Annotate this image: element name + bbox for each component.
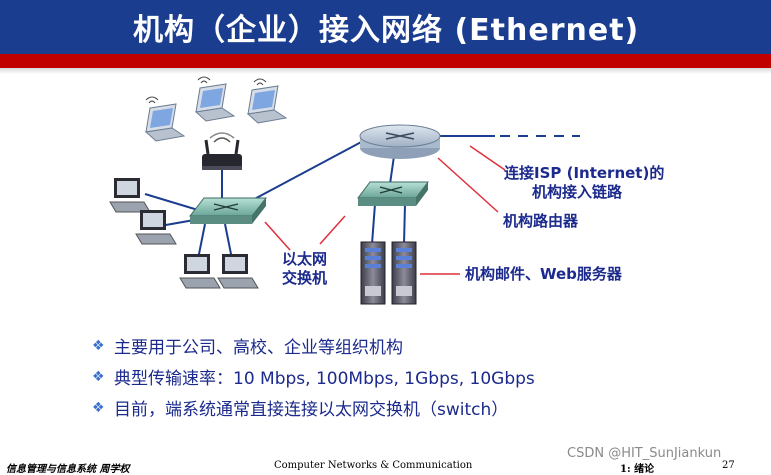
desktop-pc-icon <box>180 254 220 288</box>
desktop-pc-icon <box>110 178 150 212</box>
bullet-text: 主要用于公司、高校、企业等组织机构 <box>114 333 403 358</box>
footer-author: 信息管理与信息系统 周学权 <box>6 460 129 475</box>
footer-course: Computer Networks & Communication <box>274 460 472 471</box>
servers-label: 机构邮件、Web服务器 <box>465 265 622 284</box>
desktop-pc-icon <box>218 254 258 288</box>
watermark: CSDN @HIT_SunJiankun <box>567 446 721 461</box>
wireless-access-point-icon <box>202 133 242 170</box>
laptop-icon <box>196 77 234 121</box>
bullet-item: ❖ 典型传输速率：10 Mbps, 100Mbps, 1Gbps, 10Gbps <box>92 361 535 392</box>
network-links <box>145 136 495 259</box>
bullet-item: ❖ 主要用于公司、高校、企业等组织机构 <box>92 330 535 361</box>
ethernet-switch-icon <box>358 182 428 206</box>
bullet-list: ❖ 主要用于公司、高校、企业等组织机构 ❖ 典型传输速率：10 Mbps, 10… <box>92 330 535 423</box>
server-icon <box>392 242 416 304</box>
diamond-bullet-icon: ❖ <box>92 338 114 354</box>
router-icon <box>360 125 440 159</box>
page-number: 27 <box>722 460 735 471</box>
diamond-bullet-icon: ❖ <box>92 400 114 416</box>
router-label: 机构路由器 <box>503 212 578 231</box>
laptop-icon <box>146 97 184 141</box>
slide-title: 机构（企业）接入网络 (Ethernet) <box>0 5 639 49</box>
red-accent-bar <box>0 54 771 68</box>
footer-section: 1: 绪论 <box>620 460 654 475</box>
switch-label-line2: 交换机 <box>282 269 327 288</box>
diamond-bullet-icon: ❖ <box>92 369 114 385</box>
title-bar: 机构（企业）接入网络 (Ethernet) <box>0 0 771 54</box>
server-icon <box>361 242 385 304</box>
bullet-item: ❖ 目前，端系统通常直接连接以太网交换机（switch） <box>92 392 535 423</box>
bullet-text: 典型传输速率：10 Mbps, 100Mbps, 1Gbps, 10Gbps <box>114 364 535 389</box>
laptop-icon <box>248 79 286 123</box>
isp-link-label-line2: 机构接入链路 <box>532 183 622 202</box>
desktop-pc-icon <box>136 210 176 244</box>
switch-label-line1: 以太网 <box>282 250 327 269</box>
bullet-text: 目前，端系统通常直接连接以太网交换机（switch） <box>114 395 508 420</box>
ethernet-switch-icon <box>190 198 266 224</box>
isp-link-label-line1: 连接ISP (Internet)的 <box>504 164 664 183</box>
network-diagram <box>0 74 771 324</box>
